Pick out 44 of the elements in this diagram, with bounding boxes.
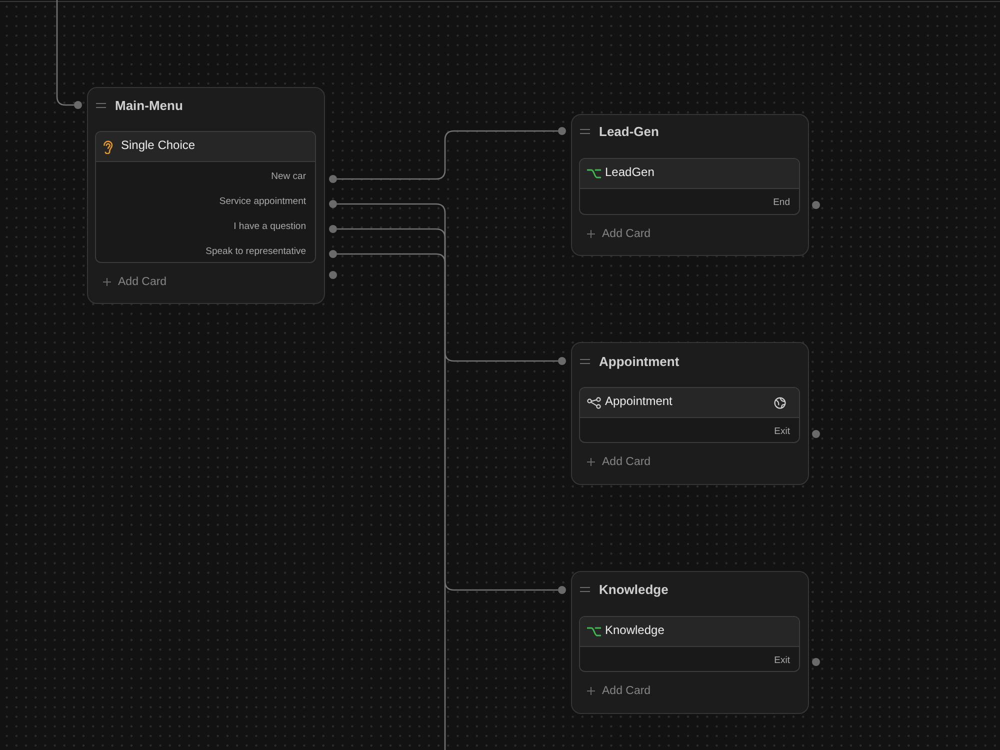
add-card-button: Add Card	[103, 275, 167, 289]
connector-line	[337, 228, 558, 591]
connection-port	[74, 101, 82, 109]
add-card-button: Add Card	[587, 227, 651, 241]
option-label: New car	[271, 171, 306, 183]
connection-port	[329, 225, 337, 233]
block-title: Appointment	[599, 354, 680, 370]
connection-port	[558, 127, 566, 135]
exit-label: Exit	[774, 655, 790, 667]
connection-port	[329, 271, 337, 279]
connection-port	[329, 200, 337, 208]
connection-port	[329, 175, 337, 183]
step-card	[579, 158, 800, 215]
connection-port	[329, 250, 337, 258]
connection-port	[558, 357, 566, 365]
connector-line	[337, 130, 558, 180]
block-title: Main-Menu	[115, 98, 183, 114]
connection-port	[812, 658, 820, 666]
flow-block	[571, 114, 809, 256]
connection-port	[812, 201, 820, 209]
option-label: I have a question	[234, 221, 306, 233]
connector-line	[56, 0, 74, 106]
block-title: Lead-Gen	[599, 124, 659, 140]
connector-line	[337, 253, 446, 750]
step-card	[579, 616, 800, 672]
step-card	[95, 131, 316, 263]
option-label: Service appointment	[219, 196, 306, 208]
exit-label: End	[773, 197, 790, 209]
flow-block	[571, 342, 809, 485]
connection-port	[812, 430, 820, 438]
card-title: Knowledge	[605, 623, 664, 638]
card-title: Appointment	[605, 394, 672, 409]
block-title: Knowledge	[599, 582, 668, 598]
card-title: LeadGen	[605, 165, 654, 180]
option-label: Speak to representative	[206, 246, 306, 258]
add-card-button: Add Card	[587, 684, 651, 698]
exit-label: Exit	[774, 426, 790, 438]
card-title: Single Choice	[121, 138, 196, 153]
add-card-button: Add Card	[587, 455, 651, 469]
connector-line	[337, 203, 558, 362]
flow-block	[571, 571, 809, 714]
connection-port	[558, 586, 566, 594]
step-card	[579, 387, 800, 443]
flow-block	[87, 87, 325, 304]
